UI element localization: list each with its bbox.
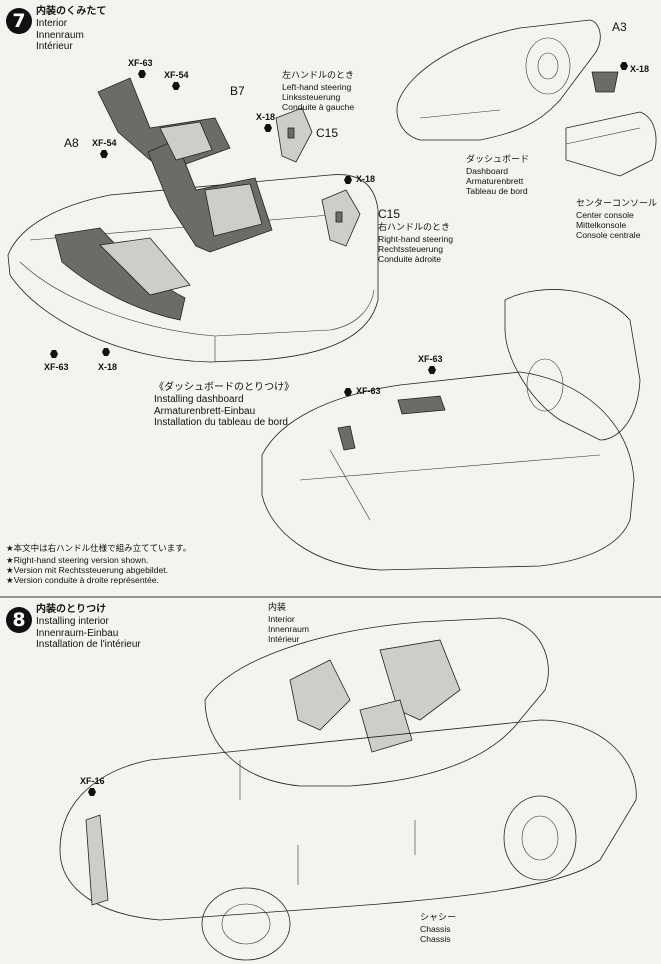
paint-marker-icon [172,82,180,90]
paint-marker-icon [620,62,628,70]
part-x18-label-3: X-18 [98,362,118,372]
part-x18-label-4: X-18 [630,64,650,74]
center-console-fr: Console centrale [576,230,641,240]
right-hand-de: Rechtssteuerung [378,244,443,254]
install-dashboard-de: Armaturenbrett-Einbau [154,405,256,417]
install-dashboard-en: Installing dashboard [154,394,244,405]
center-console-en: Center console [576,210,634,220]
step-8-title-de: Innenraum-Einbau [36,627,119,639]
chassis-de: Chassis [420,934,451,944]
interior-fr: Intérieur [268,634,300,644]
part-a3-label: A3 [612,20,627,34]
interior-de: Innenraum [268,624,310,634]
step-8-title-fr: Installation de l'intérieur [36,639,141,650]
seats-drawing [97,77,273,253]
part-c15-label-2: C15 [378,207,401,221]
chassis-label: シャシー Chassis Chassis [420,912,456,944]
dashboard-install-drawing [261,289,641,571]
center-console-label: センターコンソール Center console Mittelkonsole C… [576,198,657,240]
part-xf63-label-2: XF-63 [44,362,69,372]
install-dashboard-fr: Installation du tableau de bord [154,417,288,428]
left-hand-steering-label: 左ハンドルのとき Left-hand steering Linkssteueru… [282,70,354,112]
paint-marker-icon [88,788,96,796]
paint-marker-icon [344,388,352,396]
right-hand-steering-label: 右ハンドルのとき Right-hand steering Rechtssteue… [378,222,453,264]
step-7-title: 内装のくみたて Interior Innenraum Intérieur [36,6,106,53]
paint-marker-icon [102,348,110,356]
note-en: ★Right-hand steering version shown. [6,555,149,565]
left-hand-jp: 左ハンドルのとき [282,71,355,81]
right-hand-note: ★本文中は右ハンドル仕様で組み立てています。 ★Right-hand steer… [6,543,191,585]
center-console-de: Mittelkonsole [576,220,627,230]
left-hand-en: Left-hand steering [282,82,352,92]
step-8-title-jp: 内装のとりつけ [36,604,107,615]
step-8-title: 内装のとりつけ Installing interior Innenraum-Ei… [36,604,141,651]
final-assembly-drawing [59,617,637,961]
part-a8-label: A8 [64,136,79,150]
note-fr: ★Version conduite à droite représentée. [6,575,159,585]
paint-marker-icon [428,366,436,374]
right-hand-jp: 右ハンドルのとき [378,223,451,233]
chassis-jp: シャシー [420,913,457,923]
step-8-title-en: Installing interior [36,616,109,627]
interior-label: 内装 Interior Innenraum Intérieur [268,602,309,644]
part-xf63-label-4: XF-63 [356,386,381,396]
note-jp: ★本文中は右ハンドル仕様で組み立てています。 [6,544,192,554]
paint-marker-icon [344,176,352,184]
step-7-title-fr: Intérieur [36,41,73,52]
step-7-title-jp: 内装のくみたて [36,6,107,17]
part-xf63-label-3: XF-63 [418,354,443,364]
paint-marker-icon [138,70,146,78]
paint-marker-icon [264,124,272,132]
left-hand-de: Linkssteuerung [282,92,341,102]
dashboard-fr: Tableau de bord [466,186,528,196]
interior-jp: 内装 [268,603,287,613]
paint-marker-icon [50,350,58,358]
dashboard-label: ダッシュボード Dashboard Armaturenbrett Tableau… [466,154,529,196]
part-xf16-label: XF-16 [80,776,105,786]
dashboard-jp: ダッシュボード [466,155,530,165]
c15-drawing [275,107,361,247]
part-xf63-label: XF-63 [128,58,153,68]
interior-en: Interior [268,614,295,624]
note-de: ★Version mit Rechtssteuerung abgebildet. [6,565,169,575]
left-hand-fr: Conduite à gauche [282,102,355,112]
right-hand-en: Right-hand steering [378,234,454,244]
step-8-number: 8 [6,607,32,633]
dashboard-en: Dashboard [466,166,509,176]
part-xf54-label: XF-54 [164,70,189,80]
step-7-title-en: Interior [36,18,68,29]
part-xf54-label-2: XF-54 [92,138,117,148]
install-dashboard-label: 《ダッシュボードのとりつけ》 Installing dashboard Arma… [154,382,294,429]
step-7-number: 7 [6,8,32,34]
dashboard-drawing [396,19,657,177]
center-console-jp: センターコンソール [576,199,658,209]
dashboard-de: Armaturenbrett [466,176,524,186]
part-x18-label: X-18 [256,112,276,122]
install-dashboard-jp: 《ダッシュボードのとりつけ》 [154,382,295,393]
step-7-title-de: Innenraum [36,29,84,41]
right-hand-fr: Conduite àdroite [378,254,442,264]
chassis-en: Chassis [420,924,451,934]
part-x18-label-2: X-18 [356,174,376,184]
part-b7-label: B7 [230,84,245,98]
interior-tub-drawing [7,174,379,363]
paint-marker-icon [100,150,108,158]
part-c15-label: C15 [316,126,339,140]
